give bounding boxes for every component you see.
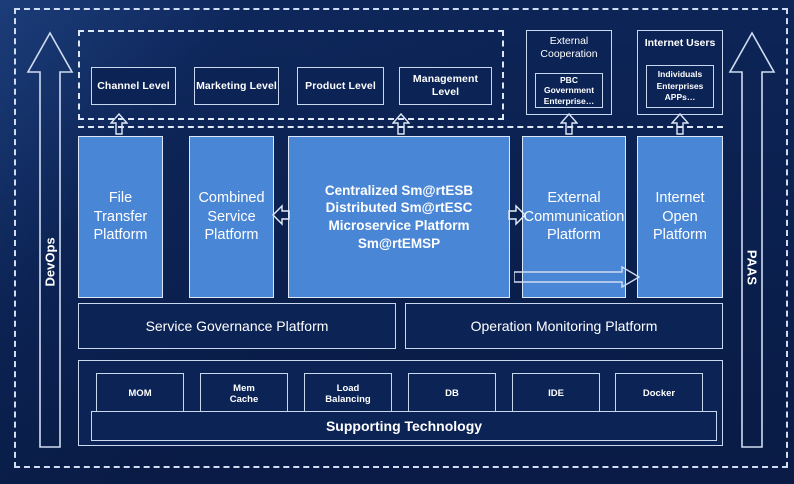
connector-up-arrow-management	[392, 113, 410, 135]
support-box-mem-cache[interactable]: Mem Cache	[200, 373, 288, 415]
platform-label: External Communication Platform	[523, 189, 625, 244]
support-label: Docker	[642, 388, 676, 400]
paas-arrow-label: PAAS	[744, 249, 760, 286]
support-label: DB	[445, 388, 459, 400]
support-box-load-balancing[interactable]: Load Balancing	[304, 373, 392, 415]
business-levels-container	[78, 30, 504, 120]
bar-service-governance[interactable]: Service Governance Platform	[78, 303, 396, 349]
devops-arrow-label: DevOps	[42, 237, 58, 287]
internet-users-detail-box: Individuals Enterprises APPs…	[646, 65, 714, 108]
level-box-management[interactable]: Management Level	[399, 67, 492, 105]
platform-esb-esc-emsp[interactable]: Centralized Sm@rtESB Distributed Sm@rtES…	[288, 136, 510, 298]
level-label: Channel Level	[97, 79, 170, 92]
level-label: Management Level	[412, 73, 479, 98]
bar-label: Operation Monitoring Platform	[470, 317, 658, 334]
support-label: Load Balancing	[325, 382, 371, 405]
internet-users-panel[interactable]: Internet Users Individuals Enterprises A…	[637, 30, 723, 115]
connector-up-arrow-internet-users	[671, 113, 689, 135]
level-label: Product Level	[305, 79, 376, 92]
supporting-technology-bar[interactable]: Supporting Technology	[91, 411, 717, 441]
support-label: MOM	[128, 388, 152, 400]
external-cooperation-detail-box: PBC Government Enterprise…	[535, 73, 603, 108]
external-cooperation-title: External Cooperation	[540, 35, 598, 61]
level-label: Marketing Level	[196, 79, 277, 92]
layer-separator	[78, 126, 723, 128]
support-box-db[interactable]: DB	[408, 373, 496, 415]
level-box-marketing[interactable]: Marketing Level	[194, 67, 279, 105]
connector-up-arrow-external-cooperation	[560, 113, 578, 135]
platform-label: Internet Open Platform	[653, 189, 707, 244]
support-box-mom[interactable]: MOM	[96, 373, 184, 415]
paas-arrow: PAAS	[728, 30, 776, 450]
external-cooperation-detail: PBC Government Enterprise…	[543, 75, 595, 106]
platform-file-transfer[interactable]: File Transfer Platform	[78, 136, 163, 298]
platform-label: Combined Service Platform	[198, 189, 265, 244]
supporting-technology-label: Supporting Technology	[325, 417, 483, 434]
platform-label: Centralized Sm@rtESB Distributed Sm@rtES…	[324, 182, 474, 251]
support-box-ide[interactable]: IDE	[512, 373, 600, 415]
outer-boundary	[14, 8, 788, 468]
level-box-channel[interactable]: Channel Level	[91, 67, 176, 105]
platform-label: File Transfer Platform	[93, 189, 148, 244]
platform-internet-open[interactable]: Internet Open Platform	[637, 136, 723, 298]
bar-label: Service Governance Platform	[145, 317, 329, 334]
devops-arrow: DevOps	[26, 30, 74, 450]
connector-long-right-arrow-to-internet-open	[514, 266, 640, 288]
level-box-product[interactable]: Product Level	[297, 67, 384, 105]
connector-left-arrow-combined-to-esb	[272, 203, 290, 227]
internet-users-title: Internet Users	[644, 37, 716, 49]
connector-up-arrow-channel	[110, 113, 128, 135]
internet-users-detail: Individuals Enterprises APPs…	[656, 69, 704, 103]
platform-combined-service[interactable]: Combined Service Platform	[189, 136, 274, 298]
support-label: IDE	[548, 388, 564, 400]
platform-external-communication[interactable]: External Communication Platform	[522, 136, 626, 298]
connector-right-arrow-esb-to-external	[508, 203, 526, 227]
external-cooperation-panel[interactable]: External Cooperation PBC Government Ente…	[526, 30, 612, 115]
support-label: Mem Cache	[229, 382, 259, 405]
support-box-docker[interactable]: Docker	[615, 373, 703, 415]
bar-operation-monitoring[interactable]: Operation Monitoring Platform	[405, 303, 723, 349]
